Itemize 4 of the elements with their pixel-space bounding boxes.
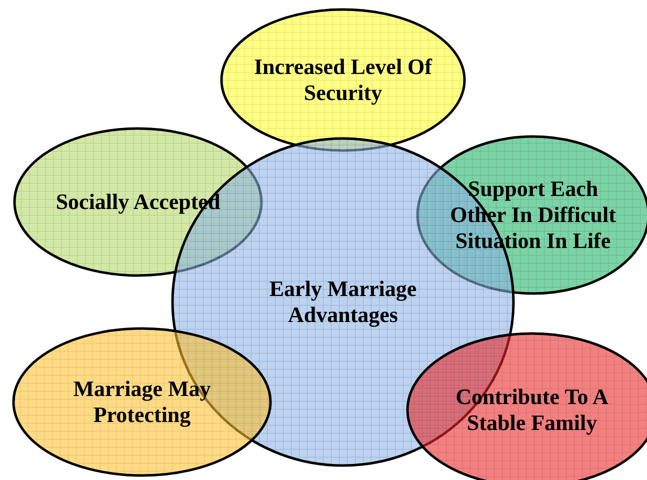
bubble-label: Early Marriage Advantages [268,276,418,328]
bubble-label: Contribute To A Stable Family [454,384,610,436]
bubble-label: Increased Level Of Security [252,54,434,106]
bubble-label: Marriage May Protecting [72,376,212,428]
